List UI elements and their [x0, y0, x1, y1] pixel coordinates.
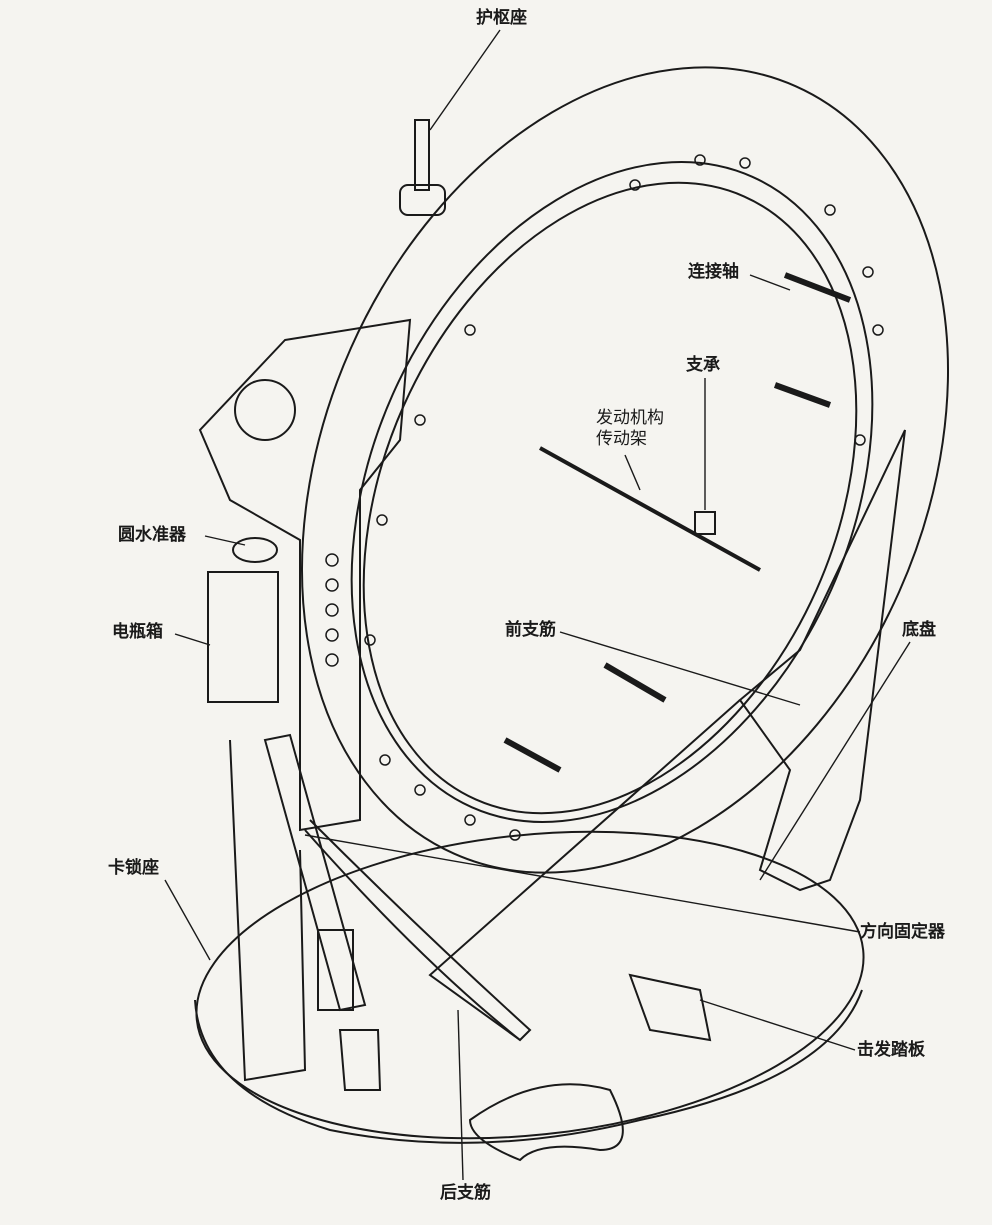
label-front-rib: 前支筋: [505, 620, 556, 640]
label-base-plate: 底盘: [902, 620, 936, 640]
firing-mechanism-shape: [539, 446, 761, 572]
label-circular-level: 圆水准器: [118, 525, 186, 545]
left-column-shape: [198, 318, 412, 832]
label-pivot-seat: 护枢座: [476, 8, 527, 28]
label-firing-pedal: 击发踏板: [857, 1040, 925, 1060]
label-rear-rib: 后支筋: [440, 1183, 491, 1203]
base-plate-shape: [194, 830, 865, 1144]
label-direction-lock: 方向固定器: [860, 922, 945, 942]
ring-holes: [364, 154, 884, 841]
label-battery-box: 电瓶箱: [112, 622, 163, 642]
right-bracket-shape: [428, 429, 906, 1041]
label-firing-mechanism: 发动机构 传动架: [596, 408, 664, 450]
label-latch-seat: 卡锁座: [108, 858, 159, 878]
label-firing-mechanism-line2: 传动架: [596, 429, 647, 449]
rear-frame-shape: [229, 733, 532, 1091]
label-connecting-shaft: 连接轴: [688, 262, 739, 282]
connecting-shafts: [503, 272, 852, 773]
pivot-seat-shape: [399, 119, 446, 216]
label-firing-mechanism-line1: 发动机构: [596, 408, 664, 428]
leader-lines: [164, 29, 911, 1181]
label-support: 支承: [686, 355, 720, 375]
firing-pedal-shape: [468, 973, 712, 1162]
